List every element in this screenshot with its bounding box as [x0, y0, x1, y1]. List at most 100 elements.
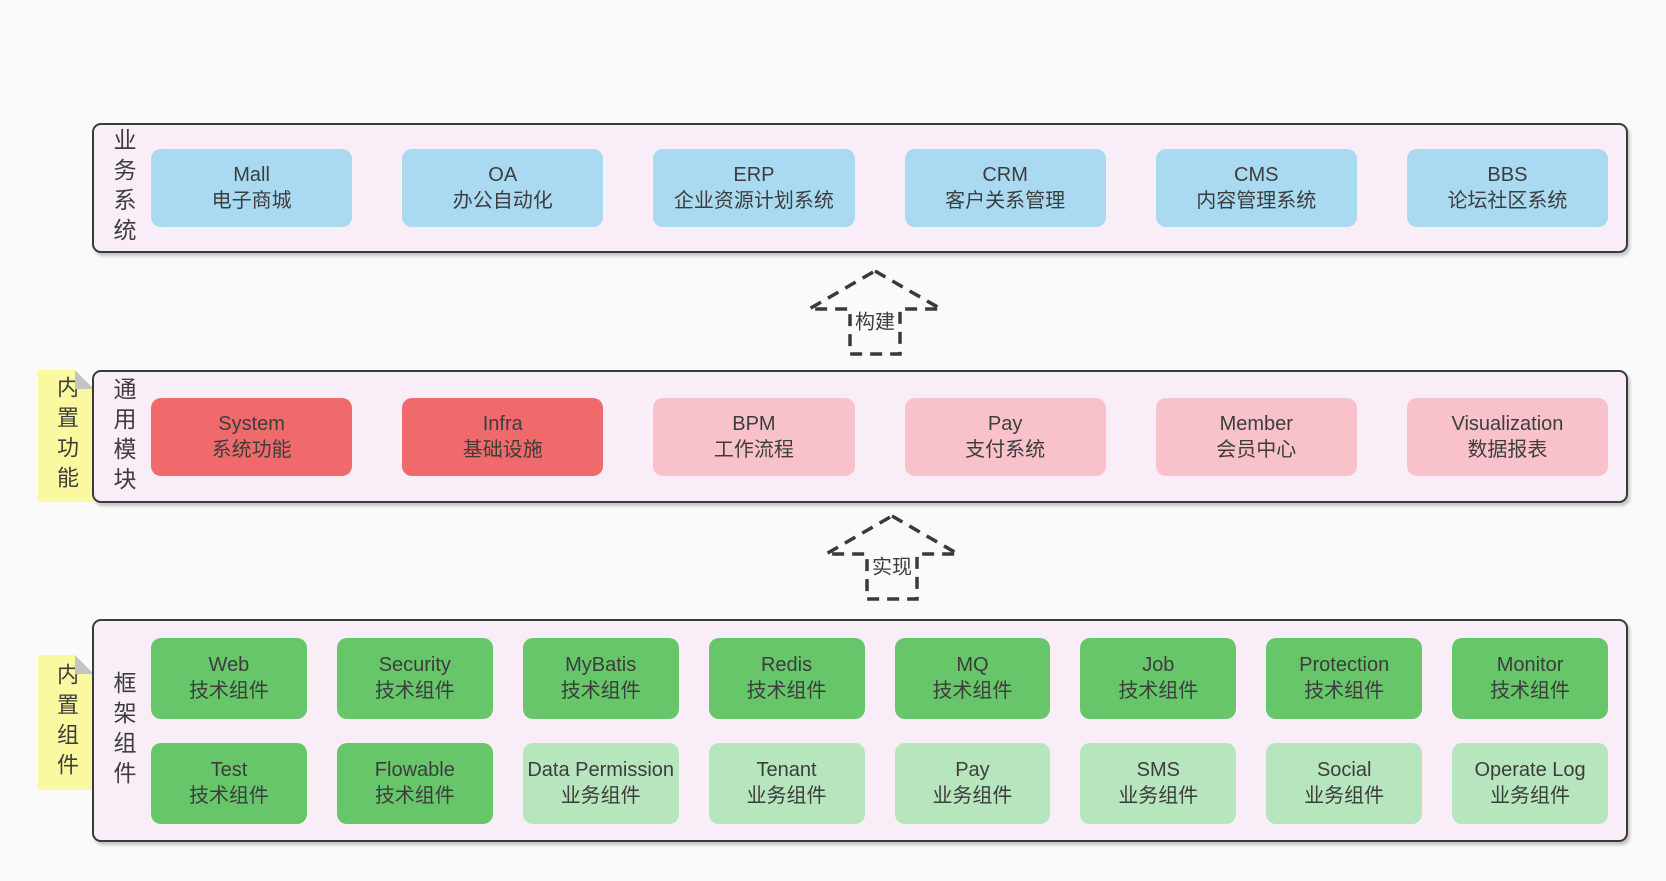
box-title: Redis: [760, 654, 813, 676]
box-social: Social 业务组件: [1266, 742, 1423, 824]
box-bbs: BBS 论坛社区系统: [1406, 149, 1609, 227]
box-subtitle: 业务组件: [746, 785, 827, 807]
box-title: BBS: [1487, 164, 1528, 186]
box-subtitle: 支付系统: [965, 438, 1046, 461]
box-subtitle: 技术组件: [188, 680, 269, 702]
box-title: System: [218, 412, 285, 435]
box-system: System 系统功能: [151, 397, 353, 476]
box-oa: OA 办公自动化: [402, 149, 604, 227]
box-title: Pay: [987, 412, 1023, 435]
box-test: Test 技术组件: [151, 742, 307, 824]
box-subtitle: 业务组件: [932, 785, 1013, 807]
box-subtitle: 技术组件: [560, 680, 641, 702]
layer-side-label: 通用模块: [94, 372, 151, 501]
box-title: Security: [378, 654, 451, 676]
box-title: OA: [488, 164, 518, 186]
box-security: Security 技术组件: [336, 637, 493, 719]
box-member: Member 会员中心: [1155, 397, 1357, 476]
sticky-note-label: 内置组件: [54, 662, 79, 783]
box-sms: SMS 业务组件: [1080, 742, 1237, 824]
implement-arrow: 实现: [822, 513, 962, 603]
box-subtitle: 技术组件: [1490, 680, 1571, 702]
box-title: Infra: [482, 412, 523, 435]
box-subtitle: 技术组件: [374, 785, 455, 807]
box-title: Pay: [955, 759, 990, 781]
box-title: Protection: [1299, 654, 1390, 676]
box-title: Flowable: [374, 759, 455, 781]
box-title: BPM: [732, 412, 776, 435]
box-subtitle: 业务组件: [560, 785, 641, 807]
sticky-note-built-in-features: 内置功能: [38, 370, 94, 502]
box-subtitle: 内容管理系统: [1196, 190, 1317, 212]
box-subtitle: 会员中心: [1216, 438, 1297, 461]
layer-side-label-text: 框架组件: [110, 670, 136, 791]
box-title: Member: [1219, 412, 1293, 435]
box-subtitle: 技术组件: [374, 680, 455, 702]
dashed-up-arrow-icon: [822, 513, 962, 601]
box-title: Social: [1316, 759, 1372, 781]
box-title: Mall: [233, 164, 270, 186]
box-subtitle: 技术组件: [746, 680, 827, 702]
box-subtitle: 业务组件: [1304, 785, 1385, 807]
box-title: CRM: [982, 164, 1028, 186]
box-pay: Pay 支付系统: [904, 397, 1106, 476]
box-operate-log: Operate Log 业务组件: [1452, 742, 1608, 824]
box-subtitle: 客户关系管理: [945, 190, 1066, 212]
box-infra: Infra 基础设施: [402, 397, 604, 476]
implement-arrow-label: 实现: [869, 549, 915, 581]
box-subtitle: 技术组件: [932, 680, 1013, 702]
box-cms: CMS 内容管理系统: [1155, 149, 1357, 227]
box-title: SMS: [1136, 759, 1180, 781]
box-title: Monitor: [1496, 654, 1564, 676]
box-pay: Pay 业务组件: [894, 742, 1051, 824]
box-title: CMS: [1234, 164, 1279, 186]
layer-side-label-text: 通用模块: [110, 376, 136, 497]
box-subtitle: 业务组件: [1490, 785, 1571, 807]
dashed-up-arrow-icon: [805, 268, 945, 356]
box-subtitle: 办公自动化: [452, 190, 553, 212]
box-title: Operate Log: [1474, 759, 1586, 781]
build-arrow-label: 构建: [852, 304, 898, 336]
box-title: ERP: [733, 164, 775, 186]
layer-side-label: 框架组件: [94, 621, 151, 840]
box-data-permission: Data Permission 业务组件: [522, 742, 679, 824]
box-subtitle: 业务组件: [1118, 785, 1199, 807]
box-tenant: Tenant 业务组件: [708, 742, 865, 824]
box-bpm: BPM 工作流程: [653, 397, 855, 476]
box-monitor: Monitor 技术组件: [1452, 637, 1608, 719]
box-subtitle: 论坛社区系统: [1447, 190, 1568, 212]
box-mybatis: MyBatis 技术组件: [522, 637, 679, 719]
box-subtitle: 基础设施: [462, 438, 543, 461]
box-title: MyBatis: [565, 654, 637, 676]
box-crm: CRM 客户关系管理: [904, 149, 1106, 227]
box-row: System 系统功能 Infra 基础设施 BPM 工作流程 Pay 支付系统 Member 会…: [151, 397, 1609, 476]
box-title: Visualization: [1451, 412, 1564, 435]
box-subtitle: 系统功能: [211, 438, 292, 461]
box-subtitle: 技术组件: [188, 785, 269, 807]
box-title: MQ: [956, 654, 989, 676]
box-flowable: Flowable 技术组件: [336, 742, 493, 824]
build-arrow: 构建: [805, 268, 945, 358]
box-subtitle: 数据报表: [1467, 438, 1548, 461]
box-title: Data Permission: [527, 759, 675, 781]
box-title: Tenant: [756, 759, 817, 781]
sticky-note-label: 内置功能: [54, 376, 79, 496]
box-subtitle: 工作流程: [713, 438, 794, 461]
box-subtitle: 技术组件: [1118, 680, 1199, 702]
box-title: Test: [210, 759, 248, 781]
box-title: Job: [1142, 654, 1175, 676]
layer-common-modules: 通用模块 System 系统功能 Infra 基础设施 BPM 工作流程 Pay 支付系统 Me…: [92, 370, 1628, 503]
layer-side-label: 业务系统: [94, 125, 151, 251]
